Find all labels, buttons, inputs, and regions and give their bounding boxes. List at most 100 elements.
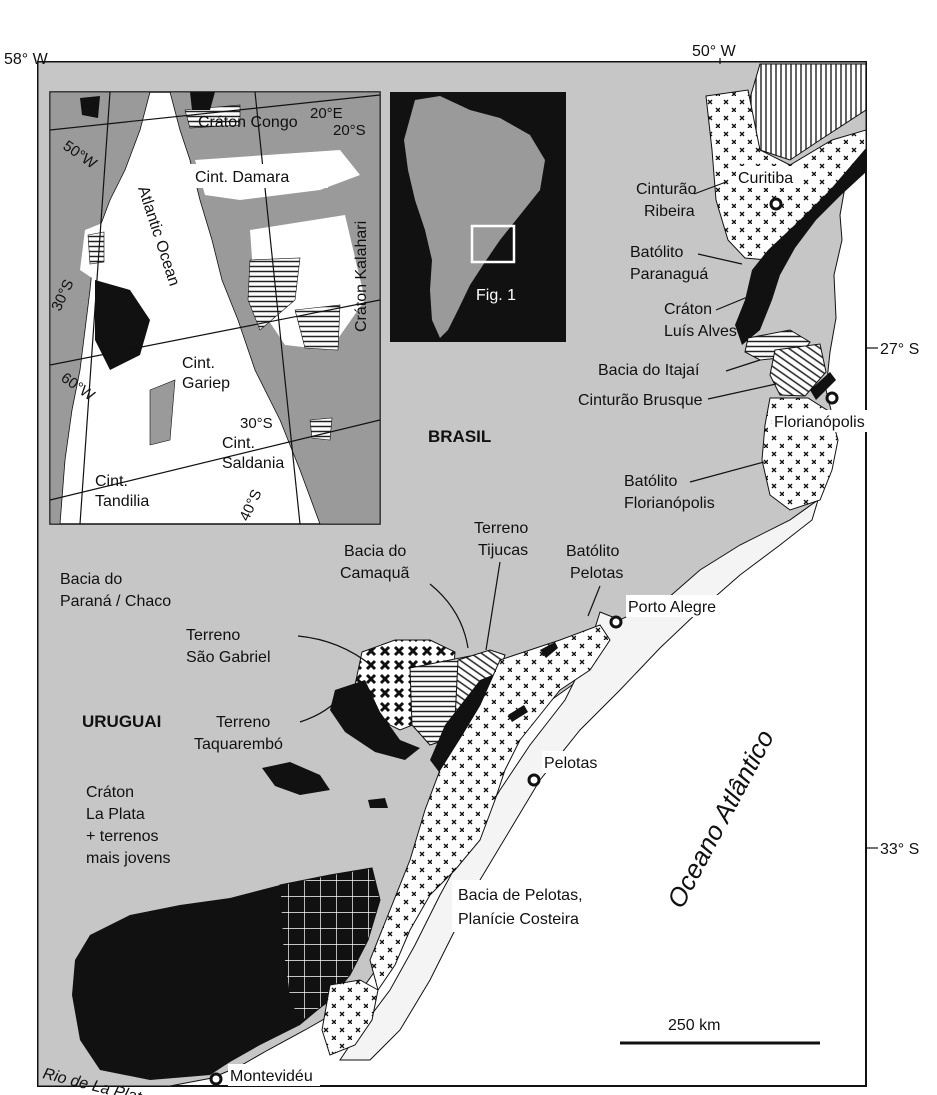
label-line: Paranaguá bbox=[630, 266, 708, 283]
label-line: Batólito bbox=[630, 244, 683, 261]
unit-label-bacia-pelotas: Bacia de Pelotas, Planície Costeira bbox=[452, 880, 630, 932]
pelotas-dike-1 bbox=[540, 642, 558, 658]
inset-label-30s-right: 30°S bbox=[240, 415, 273, 432]
label-line: Batólito bbox=[566, 543, 619, 560]
inset-sa-black-2 bbox=[80, 96, 100, 118]
label-line: Terreno bbox=[186, 627, 240, 644]
label-line: Taquarembó bbox=[194, 736, 283, 753]
pelotas-dike-2 bbox=[508, 705, 528, 722]
leader-line bbox=[587, 585, 601, 617]
unit-label-batolito-florianopolis: Batólito Florianópolis bbox=[624, 461, 765, 512]
label-cinturao-brusque: Cinturão Brusque bbox=[578, 392, 703, 409]
unit-label-cinturao-ribeira: Cinturão Ribeira bbox=[636, 181, 727, 220]
city-marker-icon bbox=[209, 1072, 223, 1086]
city-label-bg bbox=[542, 751, 604, 773]
unit-label-batolito-paranagua: Batólito Paranaguá bbox=[630, 244, 743, 283]
city-label-bg bbox=[772, 410, 868, 432]
unit-label-batolito-pelotas: Batólito Pelotas bbox=[566, 543, 623, 617]
unit-label-craton-la-plata: Cráton La Plata + terrenos mais jovens bbox=[86, 784, 170, 867]
leader-line bbox=[429, 583, 469, 649]
city-label-montevideu: Montevidéu bbox=[230, 1068, 313, 1085]
inset-africa-south-america: 50°W 60°W 30°S 30°S 40°S 20°E 20°S Cráto… bbox=[48, 91, 381, 525]
unit-label-terreno-sao-gabriel: Terreno São Gabriel bbox=[186, 627, 373, 667]
label-line: La Plata bbox=[86, 806, 145, 823]
locator-continent bbox=[404, 96, 545, 338]
brusque-black-dike bbox=[810, 372, 836, 400]
label-line: Florianópolis bbox=[624, 495, 715, 512]
city-montevideu: Montevidéu bbox=[209, 1064, 320, 1086]
label-line: Camaquã bbox=[340, 565, 409, 582]
label-uruguai: URUGUAI bbox=[82, 712, 161, 731]
label-line: Tijucas bbox=[478, 542, 528, 559]
inset-stripes-1 bbox=[247, 257, 301, 331]
grid-pattern-unit bbox=[279, 867, 381, 1023]
city-florianopolis: Florianópolis bbox=[772, 391, 868, 432]
cinturao-brusque-unit bbox=[769, 343, 827, 397]
city-label-curitiba: Curitiba bbox=[738, 170, 793, 187]
inset-stripes-4 bbox=[309, 417, 333, 441]
leader-line bbox=[689, 461, 765, 483]
scale-bar-label: 250 km bbox=[668, 1017, 720, 1034]
montevideo-x-unit bbox=[321, 979, 379, 1056]
inset-gariep-1: Cint. bbox=[182, 355, 215, 372]
label-line: mais jovens bbox=[86, 850, 170, 867]
label-line: Terreno bbox=[474, 520, 528, 537]
label-line: Batólito bbox=[624, 473, 677, 490]
city-marker-icon bbox=[825, 391, 839, 405]
unit-label-terreno-tijucas: Terreno Tijucas bbox=[474, 520, 528, 651]
label-line: Luís Alves bbox=[664, 323, 737, 340]
city-marker-icon bbox=[769, 197, 783, 211]
leader-line bbox=[693, 181, 727, 195]
city-marker-icon bbox=[609, 615, 623, 629]
label-33s: 33° S bbox=[880, 841, 919, 858]
label-line: Cráton bbox=[86, 784, 134, 801]
unit-label-bacia-camaqua: Bacia do Camaquã bbox=[340, 543, 469, 649]
label-line: + terrenos bbox=[86, 828, 158, 845]
city-label-florianopolis: Florianópolis bbox=[774, 414, 865, 431]
label-line: Bacia de Pelotas, bbox=[458, 887, 583, 904]
label-27s: 27° S bbox=[880, 341, 919, 358]
label-line: Cinturão bbox=[636, 181, 697, 198]
unit-label-terreno-taquarembo: Terreno Taquarembó bbox=[194, 693, 343, 753]
city-porto-alegre: Porto Alegre bbox=[609, 595, 724, 629]
label-line: Ribeira bbox=[644, 203, 695, 220]
inset-label-20e: 20°E bbox=[310, 105, 343, 122]
label-line: Bacia do bbox=[344, 543, 406, 560]
inset-tandilia-1: Cint. bbox=[95, 473, 128, 490]
unit-label-bacia-parana: Bacia do Paraná / Chaco bbox=[60, 571, 171, 610]
city-pelotas: Pelotas bbox=[527, 751, 604, 787]
city-curitiba: Curitiba bbox=[736, 166, 802, 211]
city-label-bg bbox=[228, 1064, 320, 1086]
inset-label-20s: 20°S bbox=[333, 122, 366, 139]
label-line: Terreno bbox=[216, 714, 270, 731]
locator-box bbox=[470, 224, 516, 264]
city-marker-icon bbox=[527, 773, 541, 787]
leader-line bbox=[697, 253, 743, 265]
black-outcrop-2 bbox=[368, 798, 388, 808]
inset-damara-box bbox=[190, 164, 328, 188]
inset-craton-congo: Cráton Congo bbox=[198, 114, 298, 131]
inset-sa-stripes bbox=[87, 231, 105, 265]
inset-black-congo bbox=[190, 92, 215, 110]
inset-gariep-2: Gariep bbox=[182, 375, 230, 392]
city-label-bg bbox=[736, 166, 802, 188]
inset-graticule bbox=[50, 92, 380, 524]
inset-locator-south-america: Fig. 1 bbox=[390, 92, 566, 342]
label-line: Bacia do bbox=[60, 571, 122, 588]
label-50w: 50° W bbox=[692, 43, 737, 60]
city-label-bg bbox=[626, 595, 724, 617]
label-brasil: BRASIL bbox=[428, 427, 491, 446]
inset-cint-damara: Cint. Damara bbox=[195, 169, 289, 186]
leader-line bbox=[715, 295, 751, 311]
city-label-porto-alegre: Porto Alegre bbox=[628, 599, 716, 616]
leader-line bbox=[297, 635, 373, 667]
inset-saldania-2: Saldania bbox=[222, 455, 284, 472]
leader-line bbox=[485, 561, 501, 651]
craton-luis-alves-unit bbox=[735, 148, 866, 345]
inset-stripes-2 bbox=[294, 304, 341, 351]
inset-craton-kalahari: Cráton Kalahari bbox=[353, 221, 370, 332]
label-line: Planície Costeira bbox=[458, 911, 579, 928]
black-outcrop-1 bbox=[262, 762, 330, 795]
label-line: Pelotas bbox=[570, 565, 623, 582]
